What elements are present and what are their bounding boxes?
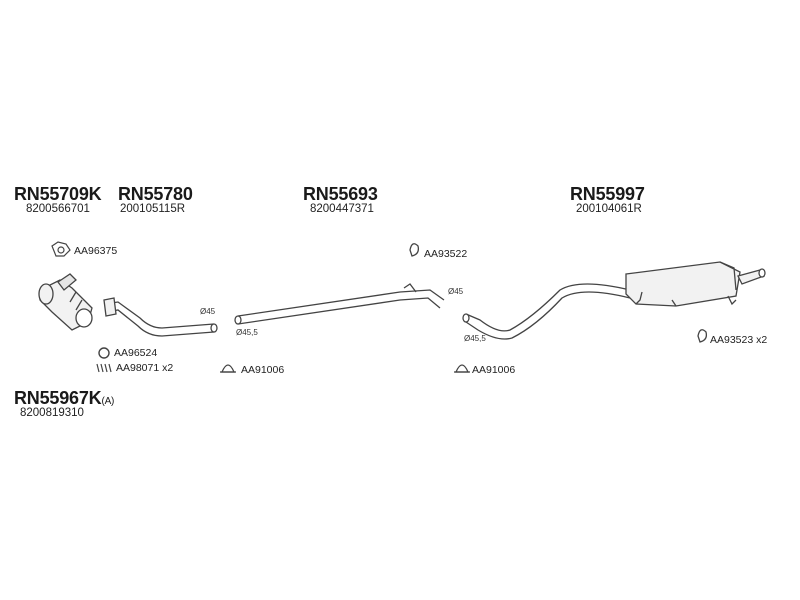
ring-icon — [98, 347, 110, 359]
oem-ref-rn55780: 200105115R — [120, 203, 186, 215]
label-hanger-2[interactable]: AA93523 x2 — [710, 334, 768, 346]
clamp-icon-2 — [454, 364, 470, 373]
label-spring[interactable]: AA98071 x2 — [116, 362, 174, 374]
label-gasket[interactable]: AA96375 — [74, 245, 118, 257]
oem-ref-rn55997: 200104061R — [576, 203, 642, 215]
part-code-rn55967k[interactable]: RN55967K(A) — [14, 388, 114, 409]
dimension-label-3: Ø45 — [448, 287, 464, 296]
part-code-rn55709k[interactable]: RN55709K — [14, 184, 102, 204]
oem-ref-rn55693: 8200447371 — [310, 203, 374, 215]
intermediate-pipe — [234, 283, 445, 325]
part-code-rn55693[interactable]: RN55693 — [303, 184, 378, 204]
catalytic-converter — [38, 273, 93, 331]
part-code-rn55997[interactable]: RN55997 — [570, 184, 645, 204]
part-code-rn55967k-text: RN55967K — [14, 388, 102, 408]
hanger-icon-1 — [409, 243, 420, 257]
label-clamp-2[interactable]: AA91006 — [472, 364, 516, 376]
hanger-icon-2 — [697, 329, 708, 343]
part-code-suffix: (A) — [101, 396, 115, 407]
dimension-label-4: Ø45,5 — [464, 334, 486, 343]
front-pipe — [103, 297, 218, 337]
oem-ref-rn55709k: 8200566701 — [26, 203, 90, 215]
rear-silencer — [462, 261, 766, 340]
label-ring[interactable]: AA96524 — [114, 347, 158, 359]
label-clamp-1[interactable]: AA91006 — [241, 364, 285, 376]
gasket-icon — [51, 241, 71, 257]
label-hanger-1[interactable]: AA93522 — [424, 248, 468, 260]
dimension-label-1: Ø45 — [200, 307, 216, 316]
clamp-icon-1 — [220, 364, 236, 373]
part-code-rn55780[interactable]: RN55780 — [118, 184, 193, 204]
spring-icon — [96, 363, 112, 373]
dimension-label-2: Ø45,5 — [236, 328, 258, 337]
oem-ref-rn55967k: 8200819310 — [20, 407, 84, 419]
